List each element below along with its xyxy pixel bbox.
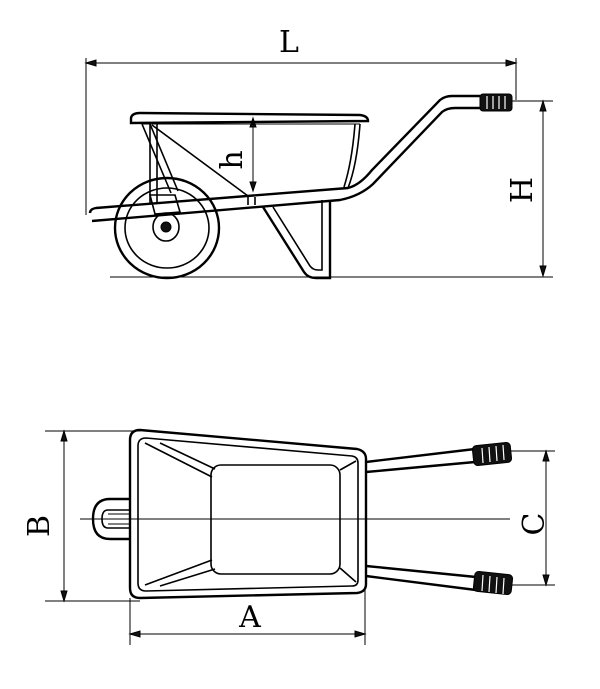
label-H: H — [505, 177, 540, 203]
label-h: h — [215, 150, 250, 169]
top-tray — [128, 428, 368, 600]
label-B: B — [22, 515, 57, 537]
top-handle-upper — [365, 441, 513, 474]
label-A: A — [238, 600, 261, 635]
side-handle-grip — [479, 93, 513, 112]
label-C: C — [517, 513, 552, 536]
top-wheel — [91, 497, 131, 541]
dimension-L: L — [84, 25, 518, 215]
label-L: L — [279, 25, 299, 60]
side-leg — [261, 200, 332, 280]
top-handle-lower — [365, 564, 514, 596]
dimension-h: h — [215, 116, 257, 193]
side-tray — [129, 111, 370, 203]
dimension-A: A — [128, 590, 367, 645]
side-view: L H h — [84, 25, 553, 280]
side-frame — [88, 94, 480, 223]
dimension-H: H — [505, 99, 553, 278]
side-wheel — [113, 176, 221, 280]
dimension-B: B — [22, 429, 140, 603]
dimension-C: C — [510, 449, 555, 587]
top-view: B C A — [22, 428, 555, 645]
